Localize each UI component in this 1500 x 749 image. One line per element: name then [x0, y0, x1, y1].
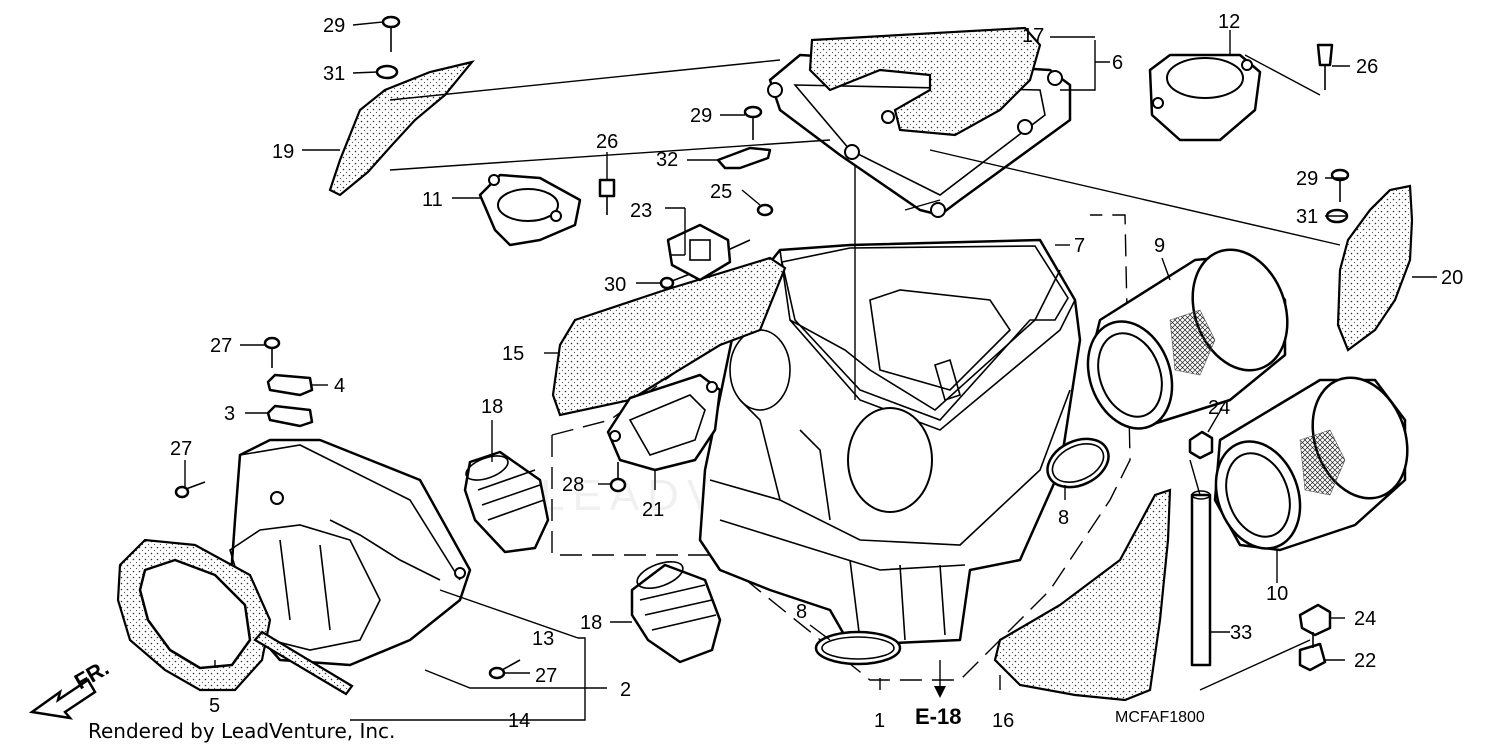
callout-8: 8: [1058, 507, 1069, 529]
callout-3: 3: [224, 403, 235, 425]
callout-24: 24: [1208, 397, 1230, 419]
hardware-fasteners: [174, 15, 1350, 680]
part-bolt-22: [1298, 642, 1327, 672]
callout-29: 29: [1296, 168, 1318, 190]
callout-27: 27: [170, 438, 192, 460]
callout-6: 6: [1112, 52, 1123, 74]
callout-4: 4: [334, 375, 345, 397]
callout-32: 32: [656, 149, 678, 171]
callout-17: 17: [1022, 25, 1044, 47]
callout-19: 19: [272, 141, 294, 163]
part-connector-tube-18b: [630, 561, 722, 664]
part-clamp-24b: [1298, 603, 1332, 637]
part-o-ring-8b: [814, 630, 902, 666]
callout-2: 2: [620, 679, 631, 701]
part-foam-pad-15: [551, 256, 787, 417]
callout-labels: 29 31 19 11 26 29 32 25 23 30 27 4 3 27 …: [170, 11, 1463, 732]
callout-13: 13: [532, 628, 554, 650]
callout-20: 20: [1441, 267, 1463, 289]
part-grommet-25: [756, 203, 774, 217]
callout-24: 24: [1354, 608, 1376, 630]
part-side-cover-19: [328, 60, 475, 197]
part-air-cleaner-case: [698, 238, 1082, 647]
drawing-code: MCFAF1800: [1115, 709, 1205, 726]
callout-5: 5: [209, 695, 220, 717]
callout-14: 14: [508, 710, 530, 732]
callout-26: 26: [596, 131, 618, 153]
part-connector-tube-18a: [463, 450, 550, 554]
callout-18: 18: [580, 612, 602, 634]
callout-28: 28: [562, 474, 584, 496]
front-direction-arrow: FR.: [28, 655, 113, 720]
part-intake-seal-frame: [116, 538, 272, 692]
callout-33: 33: [1230, 622, 1252, 644]
callout-30: 30: [604, 274, 626, 296]
part-seal-strip: [253, 630, 354, 696]
callout-31: 31: [1296, 206, 1318, 228]
part-o-ring-8a: [1046, 437, 1110, 489]
callout-8: 8: [796, 601, 807, 623]
part-intake-housing: [228, 438, 472, 667]
callout-11: 11: [422, 189, 443, 211]
callout-7: 7: [1074, 235, 1085, 257]
render-credit: Rendered by LeadVenture, Inc.: [88, 719, 395, 743]
callout-26: 26: [1356, 56, 1378, 78]
reference-e18: E-18: [915, 704, 961, 729]
callout-12: 12: [1218, 11, 1240, 33]
part-rod-33: [1190, 493, 1212, 667]
part-foam-pad-16: [993, 488, 1172, 702]
callout-15: 15: [502, 343, 524, 365]
callout-21: 21: [642, 499, 664, 521]
part-duct-12: [1148, 53, 1262, 142]
part-intake-funnel-21: [606, 373, 722, 472]
callout-22: 22: [1354, 650, 1376, 672]
callout-16: 16: [992, 710, 1014, 732]
part-bracket-32: [716, 146, 772, 170]
callout-18: 18: [481, 396, 503, 418]
part-air-cleaner-cover: [767, 26, 1072, 218]
callout-27: 27: [210, 335, 232, 357]
part-clamp-24a: [1188, 430, 1214, 460]
callout-29: 29: [690, 105, 712, 127]
callout-23: 23: [630, 200, 652, 222]
part-side-cover-20: [1336, 184, 1414, 352]
callout-31: 31: [323, 63, 345, 85]
leader-lines: [184, 21, 1437, 721]
callout-25: 25: [710, 181, 732, 203]
part-air-filter-9: [1086, 248, 1289, 430]
part-air-filter-10: [1213, 376, 1409, 552]
part-plate-3: [266, 404, 314, 428]
callout-27: 27: [535, 665, 557, 687]
part-sensor-23: [666, 223, 751, 282]
callout-9: 9: [1154, 235, 1165, 257]
part-plate-4: [266, 373, 314, 397]
callout-29: 29: [323, 15, 345, 37]
callout-10: 10: [1266, 583, 1288, 605]
part-duct-11: [478, 173, 582, 247]
callout-1: 1: [874, 710, 885, 732]
